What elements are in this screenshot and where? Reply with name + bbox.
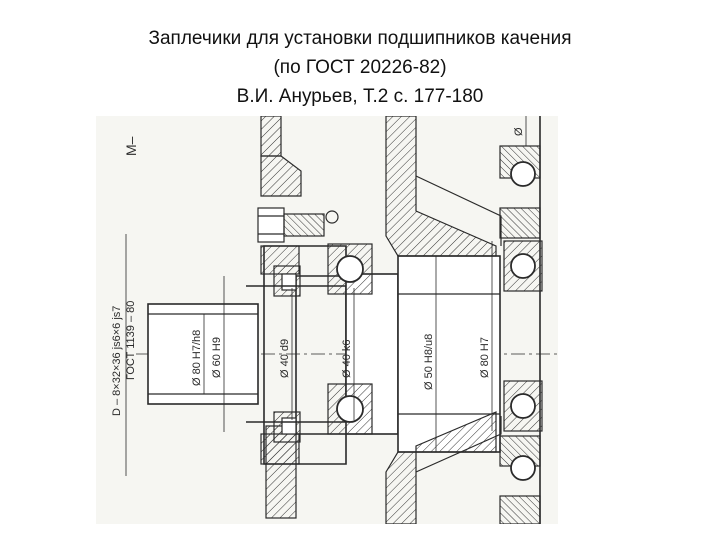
- bearing-left: [327, 243, 373, 435]
- bearing-cover: [263, 245, 347, 465]
- label-spline-spec: D – 8×32×36 js6×6 js7: [111, 306, 123, 416]
- cover-bolt: [257, 207, 339, 243]
- label-d80-h7h8: Ø 80 H7/h8: [191, 330, 203, 386]
- title-line-2: (по ГОСТ 20226-82): [273, 57, 447, 78]
- housing-wall: [260, 116, 302, 519]
- bearing-right: [503, 161, 543, 481]
- right-housing: [499, 116, 541, 524]
- label-top-right-dim: Ø: [513, 127, 525, 136]
- technical-drawing: D – 8×32×36 js6×6 js7 ГОСТ 1139 – 80 M– …: [96, 116, 558, 524]
- label-d80-h7: Ø 80 H7: [479, 337, 491, 378]
- label-d50-h8u8: Ø 50 H8/u8: [423, 334, 435, 390]
- title-line-3: В.И. Анурьев, Т.2 с. 177-180: [236, 86, 484, 107]
- label-spline-gost: ГОСТ 1139 – 80: [125, 301, 137, 380]
- title-line-1: Заплечики для установки подшипников каче…: [148, 28, 572, 49]
- dimension-lines: [125, 116, 527, 476]
- slide-title: Заплечики для установки подшипников каче…: [0, 24, 720, 111]
- drawing-canvas: D – 8×32×36 js6×6 js7 ГОСТ 1139 – 80 M– …: [111, 116, 558, 524]
- label-d60-h9: Ø 60 H9: [211, 337, 223, 378]
- label-d40-d9: Ø 40 d9: [279, 339, 291, 378]
- label-corner-mark: M–: [123, 136, 139, 156]
- label-d40-k6: Ø 40 k6: [341, 339, 353, 378]
